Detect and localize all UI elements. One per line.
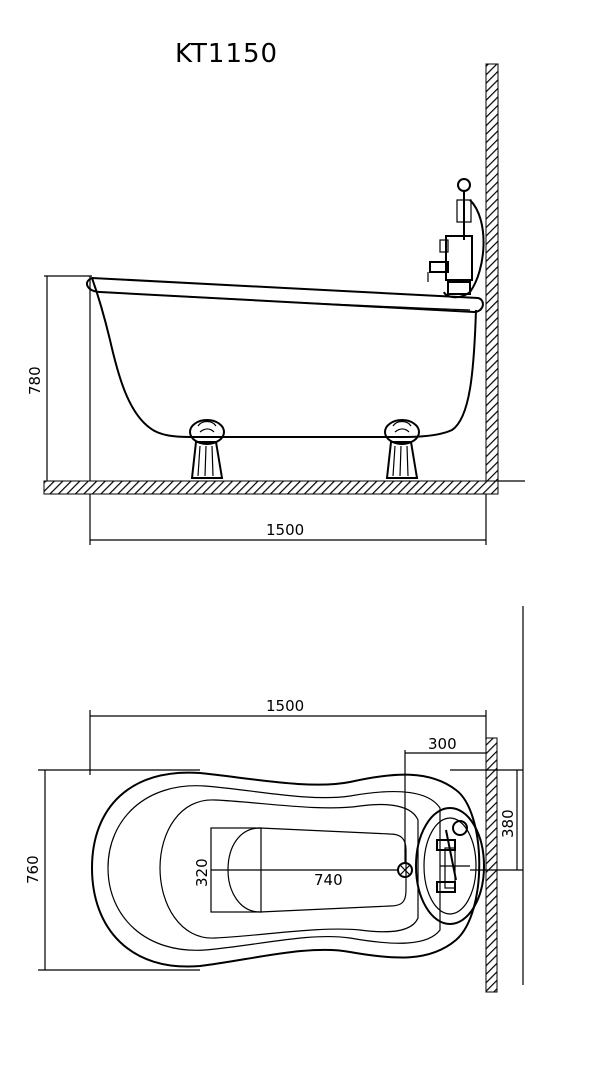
side-wall-hatch	[485, 63, 499, 495]
tub-body-outline	[91, 277, 477, 439]
tub-basin	[159, 799, 419, 939]
side-height-label: 780	[26, 366, 44, 395]
tub-rim	[85, 276, 484, 314]
basin-width-label: 320	[193, 858, 211, 887]
basin-length-label: 740	[314, 871, 343, 889]
tub-inner-rim	[107, 785, 441, 951]
side-view: 780 1500	[26, 63, 525, 545]
top-view: 1500 760 300 380 740 320	[24, 606, 524, 993]
drain	[397, 862, 413, 878]
faucet-side	[427, 178, 485, 299]
left-claw-foot	[189, 419, 225, 479]
side-length-label: 1500	[266, 521, 304, 539]
faucet-deck	[415, 807, 485, 925]
model-title: KT1150	[175, 39, 278, 69]
faucet-top	[436, 820, 470, 893]
top-length-label: 1500	[266, 697, 304, 715]
drain-offset-label: 300	[428, 735, 457, 753]
tub-outer-outline	[90, 771, 481, 968]
top-wall-hatch	[485, 737, 498, 993]
top-width-label: 760	[24, 855, 42, 884]
side-floor-hatch	[43, 480, 499, 495]
faucet-width-label: 380	[499, 809, 517, 838]
right-claw-foot	[384, 419, 420, 479]
